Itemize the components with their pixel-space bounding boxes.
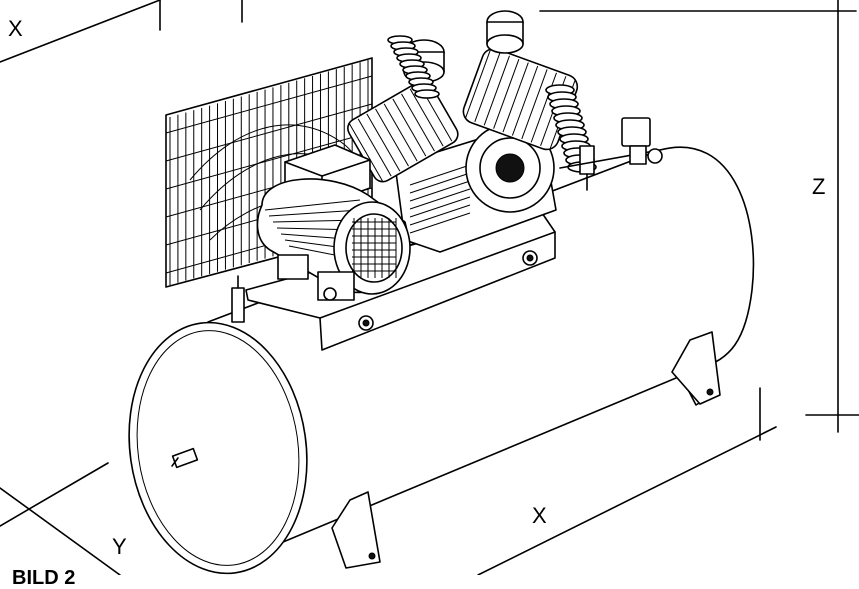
dimension-x-top-label: X: [8, 16, 23, 41]
figure-caption: BILD 2: [12, 567, 76, 589]
compressor-illustration: [0, 0, 859, 575]
dimension-y-label: Y: [112, 534, 127, 559]
air-tank: [128, 146, 755, 575]
dimension-lines: [0, 0, 859, 575]
mounting-plate: [231, 209, 556, 351]
dimension-z-label: Z: [812, 174, 826, 199]
electric-motor: [256, 144, 411, 301]
compressor-pump: [347, 10, 663, 253]
dimension-x-bottom-label: X: [532, 503, 547, 528]
